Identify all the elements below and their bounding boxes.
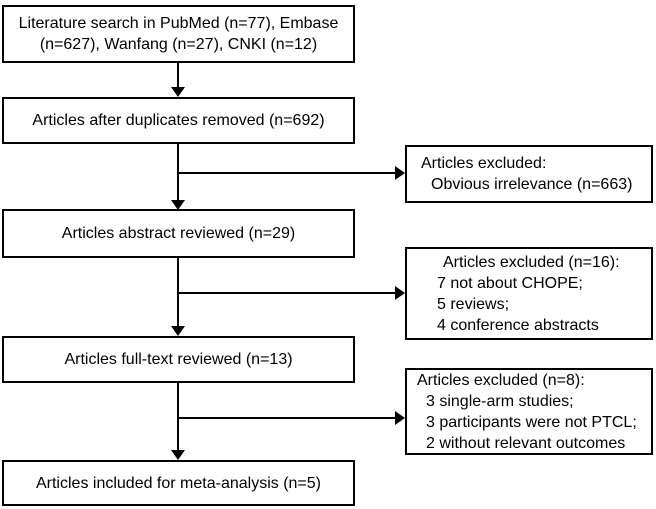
flow-box-included-meta-analysis: Articles included for meta-analysis (n=5… bbox=[2, 460, 355, 506]
arrow-down-icon-3 bbox=[171, 326, 185, 336]
excluded-abstract-item-3: 4 conference abstracts bbox=[437, 316, 599, 334]
excluded-irrelevance-item: Obvious irrelevance (n=663) bbox=[431, 176, 633, 193]
duplicates-removed-label: Articles after duplicates removed (n=692… bbox=[32, 112, 325, 129]
branch-line-to-excluded-irrelevance bbox=[178, 172, 396, 174]
branch-line-to-excluded-fulltext bbox=[178, 417, 396, 419]
excluded-fulltext-item-2: 3 participants were not PTCL; bbox=[426, 413, 637, 431]
connector-line-search-to-duplicates bbox=[177, 62, 179, 89]
excluded-abstract-header: Articles excluded (n=16): bbox=[443, 253, 620, 271]
flow-box-excluded-abstract-stage: Articles excluded (n=16): 7 not about CH… bbox=[405, 247, 653, 340]
abstract-reviewed-label: Articles abstract reviewed (n=29) bbox=[61, 225, 296, 242]
excluded-abstract-item-2: 5 reviews; bbox=[437, 295, 510, 313]
literature-search-line-2: (n=627), Wanfang (n=27), CNKI (n=12) bbox=[39, 36, 318, 53]
arrow-right-icon-2 bbox=[395, 286, 405, 300]
arrow-right-icon-1 bbox=[395, 166, 405, 180]
excluded-fulltext-header: Articles excluded (n=8): bbox=[417, 371, 585, 389]
flow-box-abstract-reviewed: Articles abstract reviewed (n=29) bbox=[2, 209, 355, 258]
literature-search-line-1: Literature search in PubMed (n=77), Emba… bbox=[18, 15, 339, 32]
included-meta-analysis-label: Articles included for meta-analysis (n=5… bbox=[35, 474, 321, 492]
arrow-down-icon-2 bbox=[171, 200, 185, 210]
excluded-fulltext-item-3: 2 without relevant outcomes bbox=[426, 434, 626, 452]
arrow-right-icon-3 bbox=[395, 411, 405, 425]
branch-line-to-excluded-abstract bbox=[178, 292, 396, 294]
flow-box-excluded-fulltext-stage: Articles excluded (n=8): 3 single-arm st… bbox=[405, 368, 653, 455]
flow-box-duplicates-removed: Articles after duplicates removed (n=692… bbox=[2, 97, 355, 144]
arrow-down-icon-1 bbox=[171, 87, 185, 97]
flow-box-excluded-irrelevance: Articles excluded: Obvious irrelevance (… bbox=[405, 145, 653, 203]
excluded-irrelevance-header: Articles excluded: bbox=[421, 155, 547, 172]
excluded-abstract-item-1: 7 not about CHOPE; bbox=[437, 274, 583, 292]
excluded-fulltext-item-1: 3 single-arm studies; bbox=[426, 392, 574, 410]
arrow-down-icon-4 bbox=[171, 450, 185, 460]
fulltext-reviewed-label: Articles full-text reviewed (n=13) bbox=[64, 351, 293, 368]
flow-box-literature-search: Literature search in PubMed (n=77), Emba… bbox=[2, 5, 355, 63]
flow-box-fulltext-reviewed: Articles full-text reviewed (n=13) bbox=[2, 336, 355, 383]
